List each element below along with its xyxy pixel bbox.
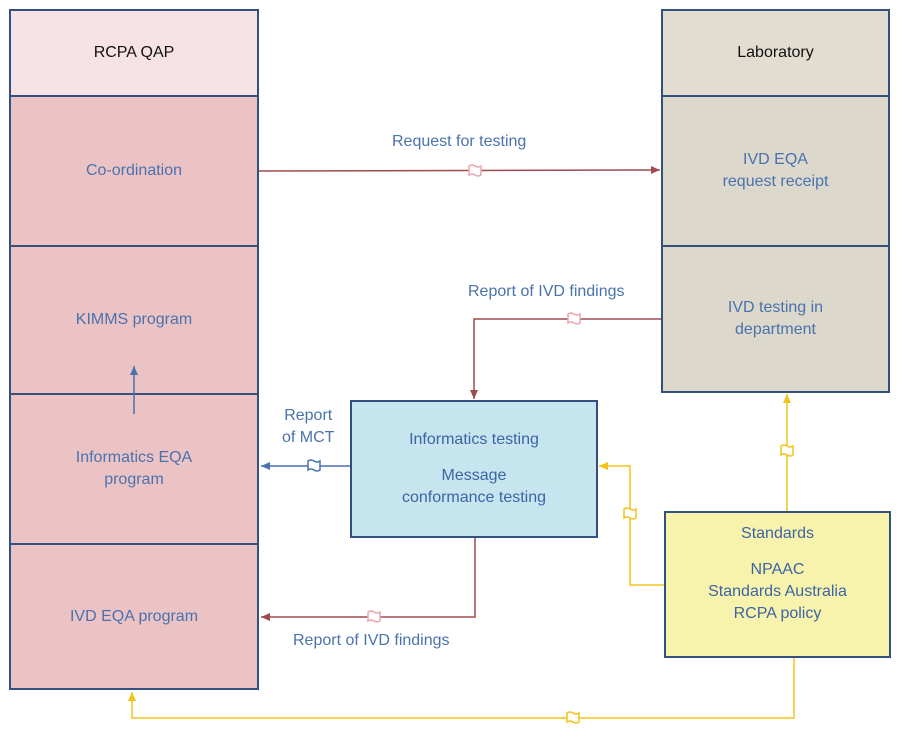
ivd-eqa-program-label: IVD EQA program [69,607,199,625]
standards-qap-message-icon [566,711,580,724]
standards-to-qap-arrow [128,658,795,719]
ivd-eqa-program-box: IVD EQA program [9,543,259,690]
request-receipt-line1: IVD EQA [743,151,808,168]
laboratory-header: Laboratory [661,9,890,97]
report-ivd-lower-message-icon [367,610,381,623]
ivd-testing-department-box: IVD testing in department [661,245,890,393]
co-ordination-label: Co-ordination [85,162,183,179]
standards-australia-line: Standards Australia [708,583,847,600]
request-message-icon [468,164,482,177]
ivd-testing-line1: IVD testing in [727,299,824,316]
report-ivd-lower-arrow [261,538,476,621]
standards-to-informatics-arrow [599,462,664,586]
standards-informatics-message-icon [623,507,637,520]
ivd-eqa-request-receipt-box: IVD EQA request receipt [661,95,890,247]
npaac-line: NPAAC [750,561,805,578]
ivd-testing-line2: department [735,321,816,338]
request-arrow [258,166,661,175]
message-line: Message [441,467,507,484]
report-mct-message-icon [307,459,321,472]
laboratory-title: Laboratory [737,44,814,61]
kimms-program-label: KIMMS program [75,311,193,328]
standards-title: Standards [741,525,814,542]
rcpa-policy-line: RCPA policy [733,605,822,622]
informatics-testing-box: Informatics testing Message conformance … [350,400,598,538]
informatics-testing-title: Informatics testing [409,431,539,448]
rcpa-qap-title: RCPA QAP [93,44,175,61]
request-for-testing-label: Request for testing [392,133,527,150]
report-ivd-lower-label: Report of IVD findings [293,632,450,649]
standards-lab-message-icon [780,444,794,457]
standards-box: Standards NPAAC Standards Australia RCPA… [664,511,891,658]
report-ivd-upper-arrow [470,318,661,399]
report-ivd-upper-label: Report of IVD findings [468,283,625,300]
rcpa-qap-header: RCPA QAP [9,9,259,97]
co-ordination-box: Co-ordination [9,95,259,247]
informatics-eqa-line1: Informatics EQA [75,449,193,466]
informatics-eqa-line2: program [104,471,164,488]
conformance-testing-line: conformance testing [401,489,547,506]
request-receipt-line2: request receipt [722,173,829,190]
report-ivd-upper-message-icon [567,312,581,325]
report-mct-label: Report of MCT [282,405,334,449]
report-mct-line1: Report [284,407,333,424]
report-mct-line2: of MCT [282,429,335,446]
